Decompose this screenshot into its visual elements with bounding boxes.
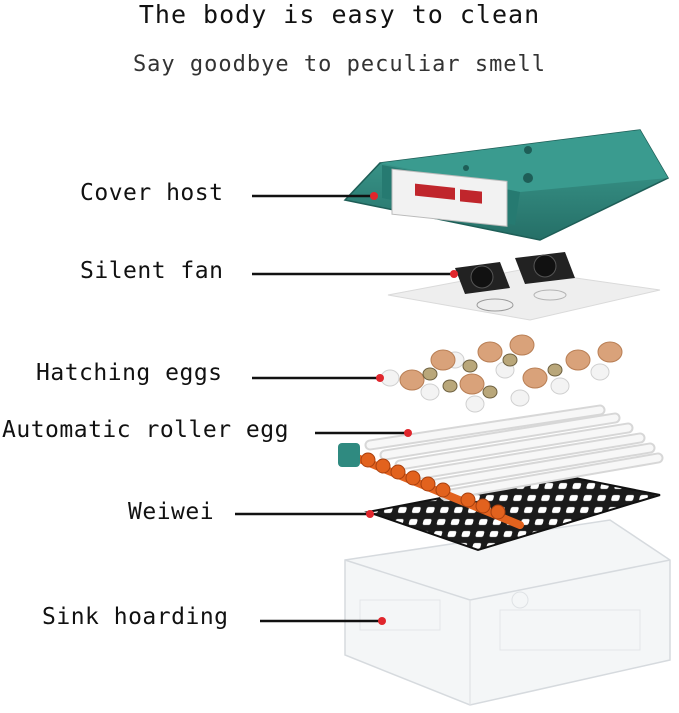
- label-automatic-roller-egg: Automatic roller egg: [2, 417, 289, 443]
- label-silent-fan: Silent fan: [80, 258, 224, 284]
- fan-plate: [387, 252, 661, 321]
- marker-dots: [366, 192, 458, 625]
- cover-host: [343, 129, 670, 241]
- sink-base: [344, 519, 671, 706]
- page-title: The body is easy to clean: [138, 0, 541, 29]
- label-hatching-eggs: Hatching eggs: [36, 360, 223, 386]
- egg-cluster: [380, 334, 623, 413]
- label-cover-host: Cover host: [80, 180, 224, 206]
- leader-lines: [235, 194, 452, 623]
- label-sink-hoarding: Sink hoarding: [42, 604, 229, 630]
- page-subtitle: Say goodbye to peculiar smell: [132, 52, 547, 77]
- roller-assembly: [338, 404, 664, 529]
- label-weiwei: Weiwei: [128, 499, 215, 525]
